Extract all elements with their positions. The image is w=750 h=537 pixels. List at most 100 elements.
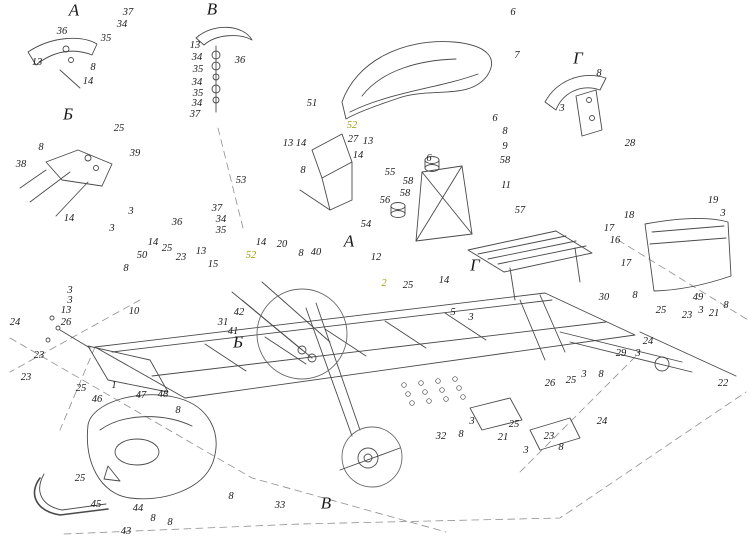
part-number-callout-23: 23	[33, 349, 45, 361]
part-number-callout-11: 11	[501, 179, 511, 191]
part-number-callout-25: 25	[402, 279, 414, 291]
part-number-callout-56: 56	[379, 194, 391, 206]
detail-v-drawing	[195, 26, 253, 113]
part-number-callout-16: 16	[609, 234, 621, 246]
part-number-callout-52: 52	[245, 249, 257, 261]
part-number-callout-39: 39	[129, 147, 141, 159]
rear-linkage-drawing	[519, 294, 737, 377]
part-number-callout-3: 3	[720, 207, 726, 219]
part-number-callout-3: 3	[635, 347, 641, 359]
part-number-callout-18: 18	[623, 209, 635, 221]
part-number-callout-6: 6	[426, 152, 432, 164]
part-number-callout-58: 58	[499, 154, 511, 166]
part-number-callout-14: 14	[352, 149, 364, 161]
part-number-callout-8: 8	[596, 67, 602, 79]
part-number-callout-26: 26	[544, 377, 556, 389]
part-number-callout-25: 25	[113, 122, 125, 134]
part-number-callout-3: 3	[523, 444, 529, 456]
part-number-callout-58: 58	[399, 187, 411, 199]
guide-lines	[9, 127, 749, 535]
part-number-callout-33: 33	[274, 499, 286, 511]
part-number-callout-8: 8	[558, 441, 564, 453]
part-number-callout-34: 34	[191, 76, 203, 88]
part-number-callout-1: 1	[111, 379, 117, 391]
part-number-callout-8: 8	[598, 368, 604, 380]
part-number-callout-37: 37	[211, 202, 223, 214]
view-label-А: А	[343, 231, 355, 251]
detail-g-drawing	[544, 75, 607, 137]
part-number-callout-25: 25	[508, 418, 520, 430]
part-number-callout-49: 49	[692, 291, 704, 303]
part-number-callout-48: 48	[157, 388, 169, 400]
part-number-callout-35: 35	[100, 32, 112, 44]
part-number-callout-17: 17	[620, 257, 632, 269]
part-number-callout-8: 8	[175, 404, 181, 416]
part-number-callout-32: 32	[435, 430, 447, 442]
part-number-callout-13: 13	[31, 56, 43, 68]
part-number-callout-8: 8	[298, 247, 304, 259]
rear-rack-drawing	[467, 230, 593, 301]
part-number-callout-20: 20	[276, 238, 288, 250]
view-label-В: В	[206, 0, 218, 19]
part-number-callout-31: 31	[217, 316, 229, 328]
part-number-callout-34: 34	[191, 51, 203, 63]
part-number-callout-40: 40	[310, 246, 322, 258]
part-number-callout-14: 14	[63, 212, 75, 224]
part-number-callout-8: 8	[228, 490, 234, 502]
part-number-callout-10: 10	[128, 305, 140, 317]
part-number-callout-13: 13	[189, 39, 201, 51]
part-number-callout-52: 52	[346, 119, 358, 131]
part-number-callout-37: 37	[122, 6, 134, 18]
part-number-callout-25: 25	[74, 472, 86, 484]
part-number-callout-43: 43	[120, 525, 132, 537]
part-number-callout-3: 3	[67, 294, 73, 306]
part-number-callout-3: 3	[109, 222, 115, 234]
part-number-callout-54: 54	[360, 218, 372, 230]
part-number-callout-42: 42	[233, 306, 245, 318]
part-number-callout-8: 8	[502, 125, 508, 137]
part-number-callout-13: 13	[195, 245, 207, 257]
part-number-callout-9: 9	[502, 140, 508, 152]
part-number-callout-22: 22	[717, 377, 729, 389]
part-number-callout-23: 23	[175, 251, 187, 263]
part-number-callout-17: 17	[603, 222, 615, 234]
steering-suspension-drawing	[231, 281, 361, 437]
idler-wheel-drawing	[339, 447, 401, 471]
part-number-callout-3: 3	[469, 415, 475, 427]
part-number-callout-25: 25	[565, 374, 577, 386]
bumper-drawing	[33, 473, 109, 516]
part-number-callout-8: 8	[150, 512, 156, 524]
part-number-callout-3: 3	[698, 304, 704, 316]
lower-brackets-drawing	[45, 315, 581, 451]
part-number-callout-27: 27	[347, 133, 359, 145]
part-number-callout-47: 47	[135, 389, 147, 401]
part-number-callout-14: 14	[438, 274, 450, 286]
part-number-callout-14: 14	[255, 236, 267, 248]
part-number-callout-8: 8	[167, 516, 173, 528]
part-number-callout-3: 3	[128, 205, 134, 217]
part-number-callout-5: 5	[450, 306, 456, 318]
part-number-callout-58: 58	[402, 175, 414, 187]
part-number-callout-25: 25	[75, 382, 87, 394]
part-number-callout-57: 57	[514, 204, 526, 216]
console-bracket-drawing	[299, 133, 353, 211]
part-number-callout-25: 25	[161, 242, 173, 254]
part-number-callout-35: 35	[192, 63, 204, 75]
part-number-callout-14: 14	[82, 75, 94, 87]
part-number-callout-12: 12	[370, 251, 382, 263]
part-number-callout-21: 21	[708, 307, 720, 319]
seat-drawing	[341, 41, 492, 120]
part-number-callout-2: 2	[381, 277, 387, 289]
part-number-callout-45: 45	[90, 498, 102, 510]
part-number-callout-13: 13	[362, 135, 374, 147]
part-number-callout-26: 26	[60, 316, 72, 328]
part-number-callout-53: 53	[235, 174, 247, 186]
view-label-Г: Г	[573, 48, 583, 68]
part-number-callout-36: 36	[171, 216, 183, 228]
part-number-callout-7: 7	[514, 49, 520, 61]
part-number-callout-8: 8	[90, 61, 96, 73]
part-number-callout-13: 13	[282, 137, 294, 149]
part-number-callout-25: 25	[655, 304, 667, 316]
view-label-Г: Г	[470, 255, 480, 275]
